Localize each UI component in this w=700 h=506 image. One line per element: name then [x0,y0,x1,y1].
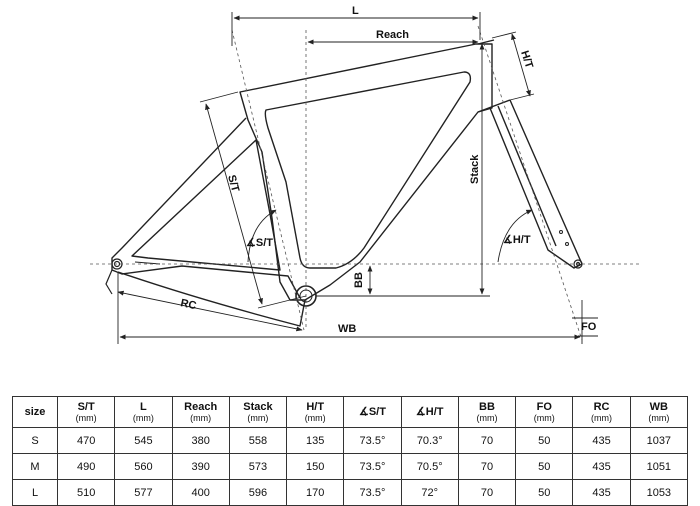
cell-reach: 390 [171,453,230,480]
label-rc: RC [179,297,197,312]
table-row: S 470 545 380 558 135 73.5° 70.3° 70 50 … [12,427,689,454]
cell-rc: 435 [572,427,631,454]
cell-st-angle: 73.5° [343,453,402,480]
cell-st: 490 [56,453,116,480]
cell-fo: 50 [515,453,574,480]
cell-ht-angle: 70.3° [400,427,459,454]
label-ht: H/T [518,49,535,70]
reference-lines [90,25,640,341]
header-bb: BB(mm) [457,396,517,428]
cell-ht-angle: 70.5° [400,453,459,480]
header-stack: Stack(mm) [228,396,288,428]
cell-st: 470 [56,427,116,454]
header-ht-angle: ∡H/T [400,396,459,428]
header-l: L(mm) [114,396,173,428]
cell-size: S [12,427,58,454]
label-stack: Stack [469,154,481,184]
header-rc: RC(mm) [572,396,631,428]
cell-bb: 70 [457,427,517,454]
cell-l: 560 [114,453,173,480]
cell-bb: 70 [457,453,517,480]
cell-ht: 135 [286,427,345,454]
label-st-angle: ∡S/T [246,237,273,249]
geometry-table: size S/T(mm) L(mm) Reach(mm) Stack(mm) H… [12,396,689,506]
cell-reach: 380 [171,427,230,454]
bike-frame-outline [111,39,583,327]
label-reach: Reach [376,29,409,41]
label-ht-angle: ∡H/T [503,234,531,246]
cell-stack: 573 [228,453,288,480]
label-l: L [352,5,359,17]
cell-wb: 1051 [629,453,689,480]
cell-st-angle: 73.5° [343,427,402,454]
header-ht: H/T(mm) [286,396,345,428]
table-row: M 490 560 390 573 150 73.5° 70.5° 70 50 … [12,453,689,480]
cell-ht: 150 [286,453,345,480]
angle-arcs [247,209,533,263]
cell-size: M [12,453,58,480]
label-st: S/T [225,174,241,194]
cell-rc: 435 [572,453,631,480]
label-fo: FO [581,321,597,333]
table-header-row: size S/T(mm) L(mm) Reach(mm) Stack(mm) H… [12,396,689,428]
header-fo: FO(mm) [515,396,574,428]
frame-geometry-diagram: L Reach H/T S/T Stack ∡S/T ∡H/T BB RC WB… [90,5,640,344]
header-reach: Reach(mm) [171,396,230,428]
cell-stack: 558 [228,427,288,454]
header-st-angle: ∡S/T [343,396,402,428]
header-st: S/T(mm) [56,396,116,428]
label-wb: WB [338,323,356,335]
label-bb: BB [353,272,365,288]
header-wb: WB(mm) [629,396,689,428]
header-size: size [12,396,58,428]
dimension-lines [117,12,598,344]
cell-l: 545 [114,427,173,454]
cell-wb: 1037 [629,427,689,454]
cell-fo: 50 [515,427,574,454]
